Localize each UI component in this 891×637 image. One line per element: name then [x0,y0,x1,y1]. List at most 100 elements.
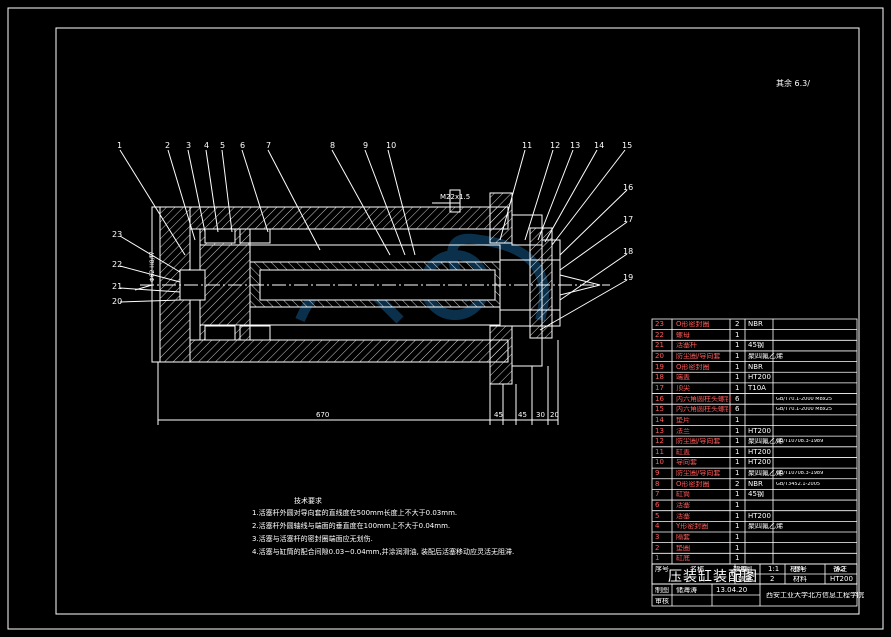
bom-row-name: 垫圈 [676,544,690,552]
dimension-45: 45 [494,411,503,419]
bom-row-qty: 1 [735,470,740,478]
outer-frame [7,7,884,630]
bom-row-name: O形密封圈 [676,321,710,328]
tech-req-line-2: 2.活塞杆外圆轴线与端面的垂直度在100mm上不大于0.04mm. [252,522,451,530]
thread-label: M22x1.5 [440,193,471,201]
bom-row-no: 22 [655,331,664,339]
bom-row-material: 45钢 [748,342,764,350]
bom-row-no: 1 [655,555,660,563]
bom-row-name: 活塞 [676,512,690,520]
bom-row-qty: 1 [735,363,740,371]
bom-row-qty: 1 [735,544,740,552]
callout-12: 12 [550,141,561,150]
bom-row-material: HT200 [748,427,771,435]
bom-row-no: 3 [655,534,660,541]
bom-row-name: 内六角圆柱头螺钉 [676,406,732,414]
bom-table-grid [651,318,858,607]
bom-row-qty: 1 [735,427,740,435]
bom-row-qty: 1 [735,331,740,339]
callout-14: 14 [594,141,605,150]
callout-2: 2 [165,141,171,150]
callout-23: 23 [112,230,123,239]
material-label: 材料 [793,576,807,583]
bom-row-no: 6 [655,502,660,510]
bom-row-name: O形密封圈 [676,480,710,488]
callout-15: 15 [622,141,633,150]
drawing-title: 压装缸装配图 [668,569,758,585]
bom-row-qty: 1 [735,374,740,382]
bom-row-qty: 1 [735,534,740,541]
bom-row-qty: 1 [735,342,740,350]
bom-row-material: HT200 [748,374,771,382]
tech-req-line-3: 3.活塞与活塞杆的密封圈端面应无划伤. [252,535,373,543]
bom-row-qty: 1 [735,459,740,467]
bom-row-name: O形密封圈 [676,363,710,371]
tech-req-line-4: 4.活塞与缸筒的配合间隙0.03~0.04mm,并涂润滑油, 装配后活塞移动应灵… [252,548,515,556]
bom-header-material: 材料 [790,565,804,573]
cylinder-section [119,149,628,425]
bom-row-no: 15 [655,406,664,414]
bom-row-material: HT200 [748,512,771,520]
callout-22: 22 [112,260,123,269]
callout-3: 3 [186,141,192,150]
bom-row-material: NBR [748,321,763,328]
bom-row-qty: 6 [735,406,740,414]
bom-row-name: 隔套 [676,534,690,541]
bom-row-qty: 1 [735,352,740,360]
qty-value: 2 [770,576,775,583]
bom-header-note: 备注 [833,565,847,573]
bom-row-material: HT200 [748,448,771,456]
bom-row-name: 活塞 [676,502,690,510]
callout-6: 6 [240,141,246,150]
bom-row-name: Y形密封圈 [676,523,709,531]
bom-row-name: 垫片 [676,416,690,424]
bom-row-no: 20 [655,352,664,360]
callout-11: 11 [522,141,533,150]
bom-row-no: 23 [655,321,664,328]
bom-row-qty: 1 [735,448,740,456]
bom-row-name: 防尘圈/导向套 [676,352,721,360]
tech-req-line-1: 1.活塞杆外圆对导向套的直线度在500mm长度上不大于0.03mm. [252,509,458,517]
tech-req-title: 技术要求 [294,497,322,505]
bom-row-qty: 1 [735,384,740,392]
design-label: 制图 [655,587,669,594]
bom-row-note: GB/T10708.3-1989 [776,439,824,445]
bom-row-material: T10A [748,384,766,392]
sheet-label: 图号 [793,566,807,573]
bom-row-name: 顶尖 [676,384,690,392]
callout-18: 18 [623,247,634,256]
bom-row-name: 法兰 [676,427,690,435]
sheet-value: A2 [836,566,846,573]
bom-row-name: 缸筒 [676,491,690,499]
bom-row-material: NBR [748,363,763,371]
bom-header-no: 序号 [655,565,669,573]
bom-row-qty: 1 [735,555,740,563]
bom-header-qty: 数量 [733,565,747,573]
bom-row-no: 7 [655,491,660,499]
bom-row-qty: 2 [735,321,740,328]
bom-row-material: 聚四氟乙烯 [748,523,783,531]
bom-row-note: GB/T3452.1-2005 [776,481,821,487]
dimension-45: 45 [518,411,527,419]
bom-row-qty: 1 [735,438,740,446]
bom-row-note: GB/T70.1-2000 M8x25 [776,396,833,402]
bom-row-no: 9 [655,470,660,478]
callout-20: 20 [112,297,123,306]
scale-value: 1:1 [768,566,780,573]
school-name: 西安工业大学北方信息工程学院 [766,592,864,599]
callout-21: 21 [112,282,123,291]
bom-row-name: 螺母 [676,331,690,339]
design-name: 储海涛 [676,587,697,594]
bom-row-qty: 1 [735,491,740,499]
bom-row-no: 2 [655,544,660,552]
dimension-670: 670 [316,411,330,419]
bom-row-name: 端盖 [676,374,690,382]
bom-row-no: 18 [655,374,664,382]
check-label: 审核 [655,598,669,605]
bom-row-no: 8 [655,480,660,488]
callout-13: 13 [570,141,581,150]
bom-row-name: 内六角圆柱头螺钉 [676,395,732,403]
bom-row-qty: 2 [735,480,740,488]
bom-row-qty: 6 [735,395,740,403]
